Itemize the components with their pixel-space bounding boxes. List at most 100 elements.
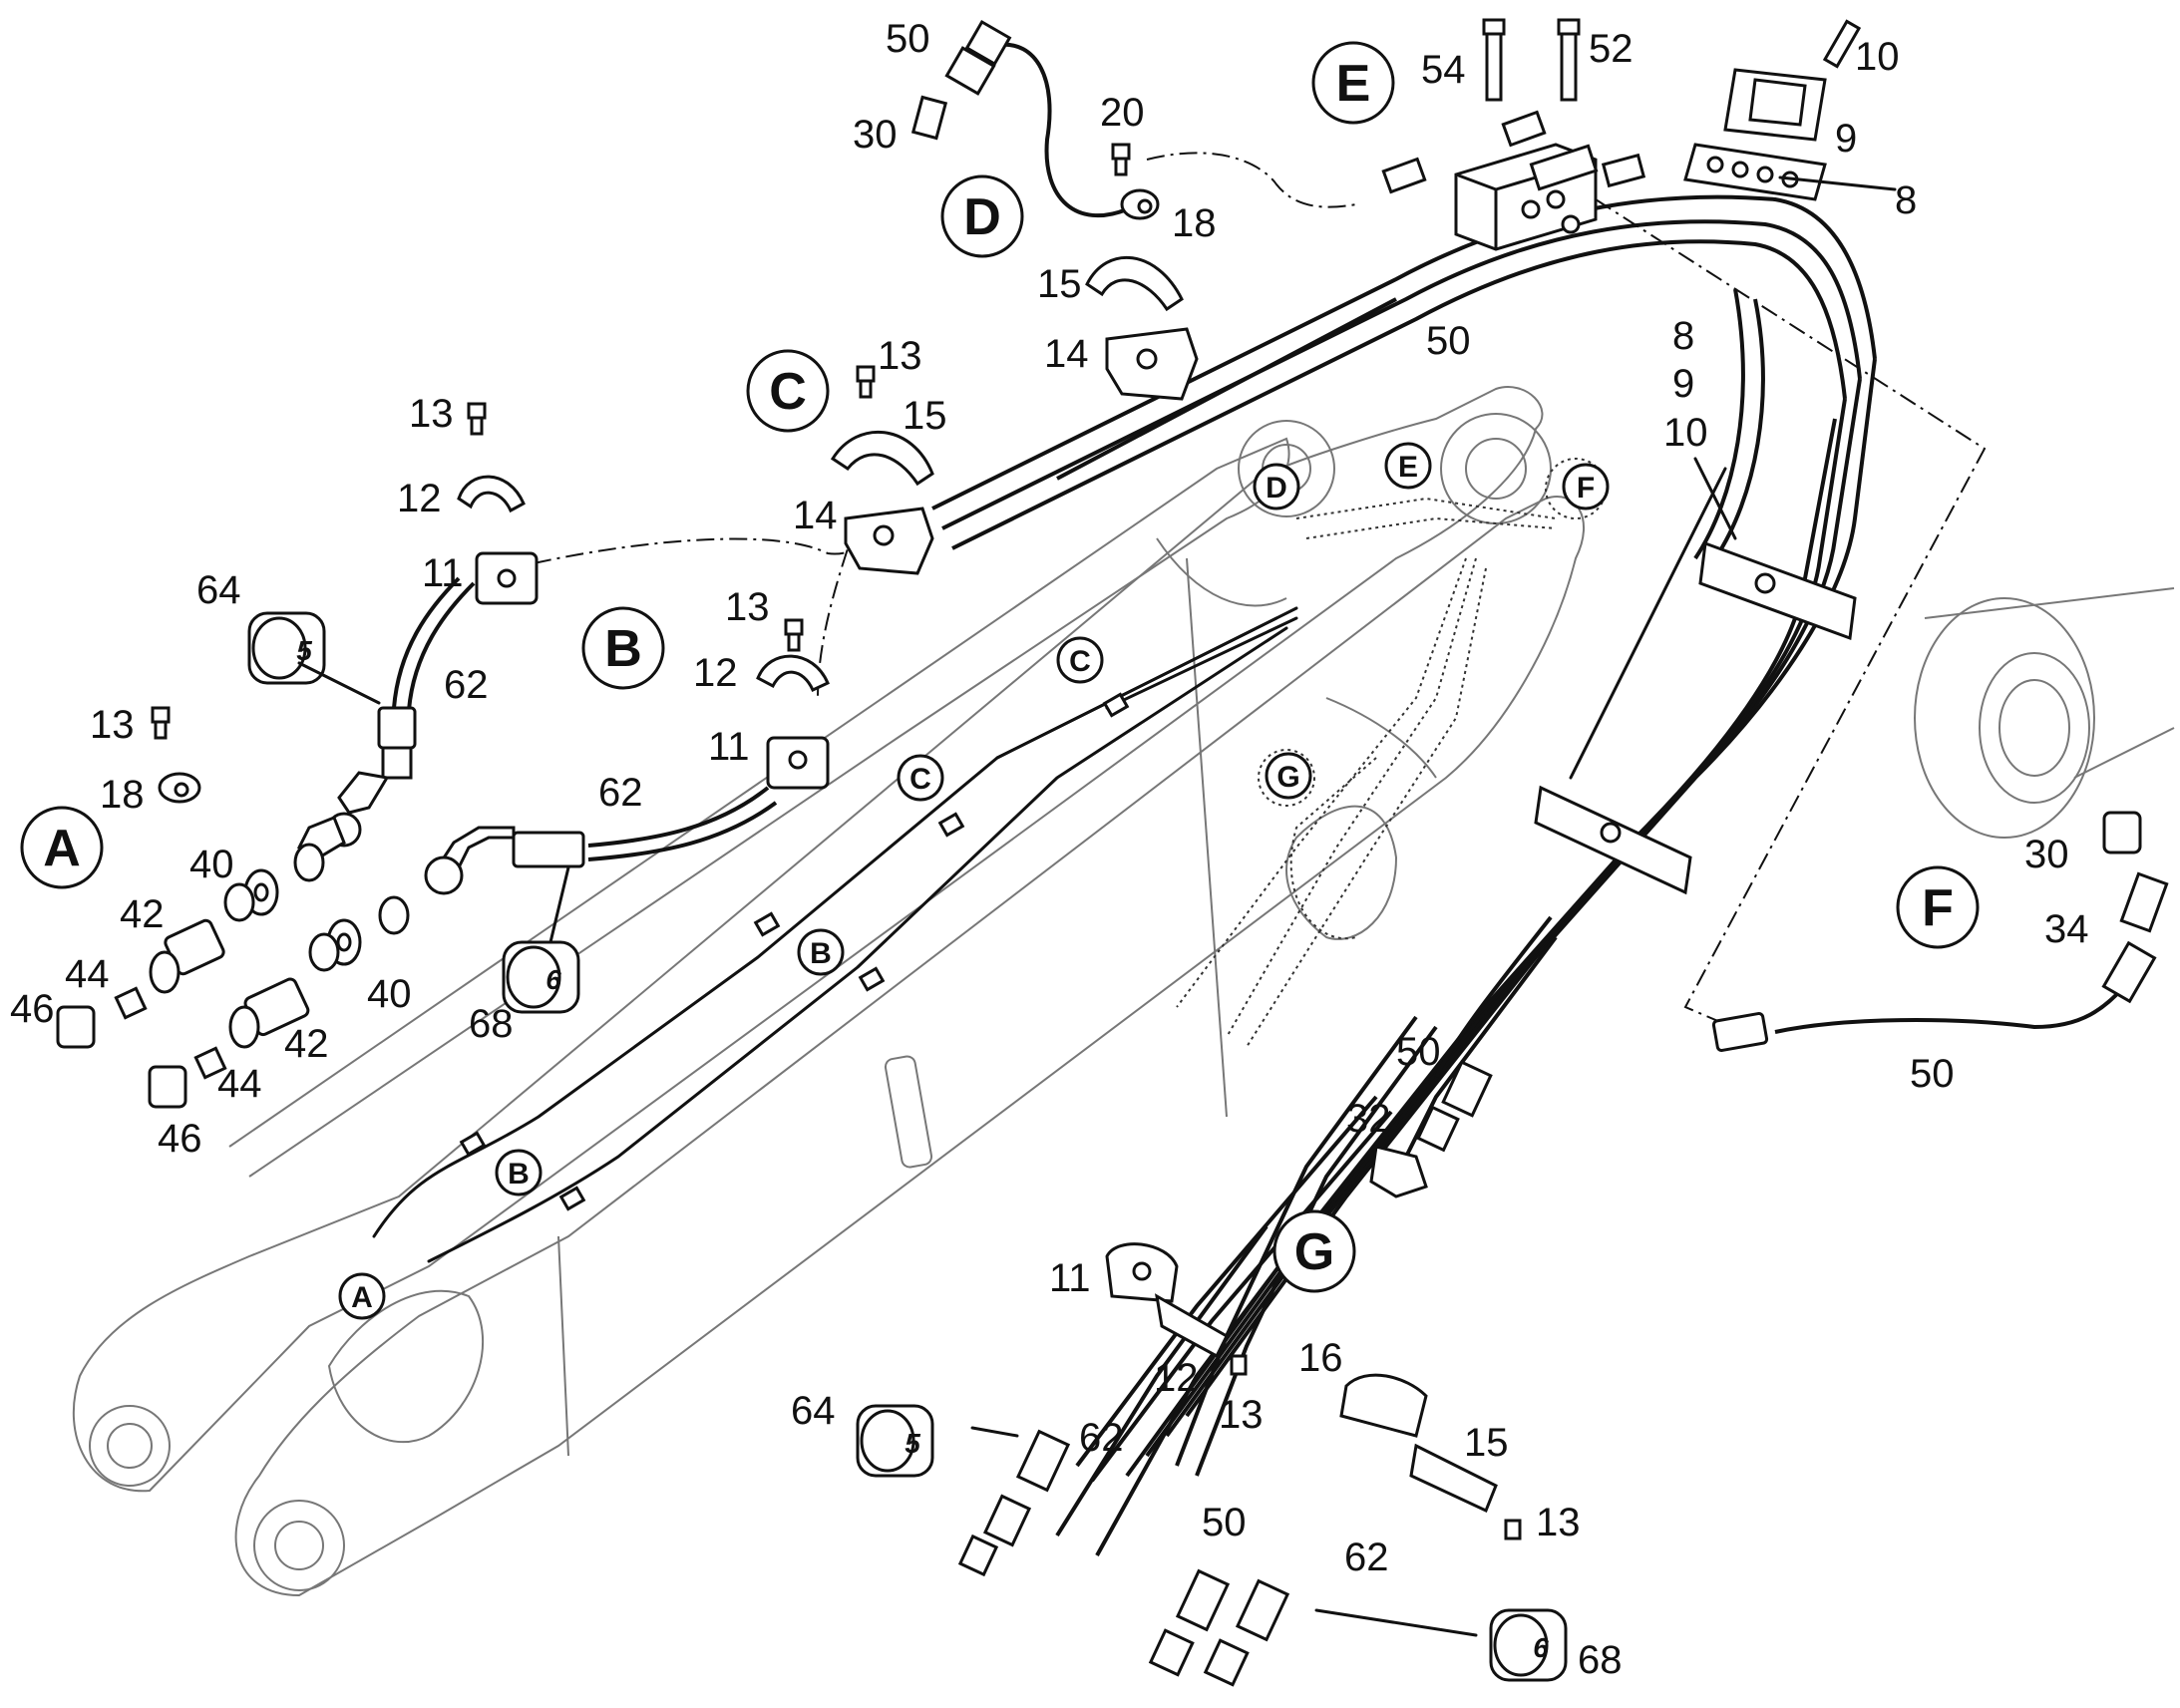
sleeve-68-a: 6	[502, 940, 580, 1014]
detail-d-hose	[910, 19, 1128, 218]
boom-callout-c2: C	[1056, 636, 1104, 684]
part-number-label-p-50-g: 50	[1396, 1030, 1441, 1074]
callout-circle-b: B	[581, 606, 665, 690]
clamp-15-g	[1409, 1443, 1498, 1514]
part-number-label-p-50-e: 50	[1426, 319, 1471, 363]
bundle-clamp-lower	[1534, 785, 1692, 895]
part-number-label-p-64-g: 64	[791, 1389, 836, 1433]
part-number-label-p-15-c: 15	[903, 394, 947, 438]
hose-62-upper-a	[326, 576, 476, 848]
part-number-label-p-10-mid: 10	[1663, 411, 1708, 455]
part-number-label-p-13-b1: 13	[409, 392, 454, 436]
part-number-label-p-13-g1: 13	[1219, 1393, 1264, 1437]
svg-text:C: C	[769, 363, 807, 421]
part-number-label-p-16-g: 16	[1298, 1336, 1343, 1380]
part-number-label-p-13-b2: 13	[725, 585, 770, 629]
part-number-label-p-9-top: 9	[1835, 117, 1857, 161]
svg-text:B: B	[604, 620, 642, 678]
part-number-label-p-20-d: 20	[1100, 91, 1145, 135]
part-number-label-p-52-e: 52	[1589, 27, 1634, 71]
svg-text:G: G	[1276, 761, 1299, 794]
hose-62-lower-b	[424, 786, 778, 895]
svg-text:F: F	[1577, 472, 1595, 505]
part-number-label-p-15-d: 15	[1037, 262, 1082, 306]
part-number-label-p-11-g: 11	[1049, 1256, 1091, 1300]
screw-13-b2	[784, 618, 804, 652]
svg-text:E: E	[1398, 451, 1418, 484]
boom-clamps	[459, 692, 1130, 1211]
sleeve-number-5-g: 5	[905, 1428, 920, 1459]
part-number-label-p-34-f: 34	[2044, 907, 2089, 951]
part-number-label-p-42-a1: 42	[120, 892, 165, 936]
part-number-label-p-30-top: 30	[853, 113, 898, 157]
fittings-row-a1	[56, 843, 325, 1049]
bolt-10	[1822, 19, 1862, 69]
part-number-label-p-62-g2: 62	[1344, 1536, 1389, 1579]
boom-callout-d: D	[1253, 463, 1300, 511]
bolt-54	[1482, 18, 1506, 102]
boom-outline	[72, 386, 1586, 1597]
callout-circle-d: D	[940, 174, 1024, 258]
boom-callout-f: F	[1562, 463, 1610, 511]
boom-callout-b2: B	[797, 928, 845, 976]
boom-callout-a: A	[338, 1272, 386, 1320]
part-number-label-p-12-g: 12	[1154, 1356, 1199, 1400]
boom-hose-routing	[372, 458, 1607, 1263]
boom-callout-c1: C	[897, 754, 944, 802]
svg-text:A: A	[43, 820, 81, 877]
part-number-label-p-42-a2: 42	[284, 1022, 329, 1066]
part-number-label-p-18-d: 18	[1172, 201, 1217, 245]
hose-end-50-g	[1148, 1568, 1231, 1677]
clamp-11-g	[1105, 1242, 1179, 1303]
hose-fittings-e	[1381, 110, 1646, 194]
clamp-12-g	[1155, 1293, 1229, 1359]
screw-13-a	[151, 706, 171, 740]
fittings-row-a2	[148, 895, 410, 1109]
leader-lines	[297, 175, 1897, 1637]
sleeve-number-5-a: 5	[296, 635, 312, 666]
clamp-top-15-d	[1085, 255, 1184, 312]
clip-18-a	[158, 772, 201, 804]
svg-text:F: F	[1922, 879, 1954, 937]
clamp-block-8	[1683, 143, 1827, 201]
svg-text:A: A	[351, 1281, 373, 1314]
u-bracket-9	[1723, 68, 1827, 142]
screw-13-g2	[1504, 1519, 1522, 1540]
clamp-top-12-b2	[756, 654, 830, 692]
part-number-label-p-11-b1: 11	[422, 551, 464, 595]
svg-text:C: C	[909, 763, 931, 796]
boom-callout-e: E	[1384, 442, 1432, 490]
part-number-label-p-68-g: 68	[1578, 1638, 1623, 1682]
clip-18-d	[1120, 188, 1160, 220]
bolt-52	[1557, 18, 1581, 102]
callout-circle-c: C	[746, 349, 830, 433]
part-number-label-p-13-a: 13	[90, 703, 135, 747]
upper-hose-bundle	[931, 194, 1877, 1556]
clamp-block-11-b2	[766, 736, 830, 790]
fitting-50-g	[1416, 1060, 1493, 1153]
part-number-label-p-32-g: 32	[1346, 1097, 1391, 1141]
part-number-label-p-30-f: 30	[2024, 833, 2069, 876]
part-number-label-p-12-b2: 12	[693, 651, 738, 695]
svg-text:B: B	[810, 937, 832, 970]
svg-text:D: D	[963, 188, 1001, 246]
svg-text:B: B	[508, 1158, 530, 1191]
boom-callout-b1: B	[495, 1149, 543, 1196]
part-number-label-p-44-a2: 44	[217, 1062, 262, 1106]
svg-text:E: E	[1336, 55, 1371, 113]
hose-end-62-g1	[957, 1429, 1071, 1577]
clamp-block-11-b1	[475, 551, 539, 605]
callout-circle-a: A	[20, 806, 104, 889]
part-number-label-p-11-b2: 11	[708, 725, 750, 769]
clamp-top-12-b1	[457, 475, 526, 513]
part-number-label-p-40-a1: 40	[189, 843, 234, 886]
part-number-label-p-15-g: 15	[1464, 1421, 1509, 1465]
part-number-label-p-50-g2: 50	[1202, 1501, 1247, 1544]
screw-13-c	[856, 365, 876, 399]
boom-callout-g: G	[1265, 752, 1312, 800]
screw-13-b1	[467, 402, 487, 436]
fitting-32-g	[1369, 1145, 1428, 1198]
part-number-label-p-8-mid: 8	[1672, 314, 1694, 358]
part-number-label-p-14-d: 14	[1044, 332, 1089, 376]
